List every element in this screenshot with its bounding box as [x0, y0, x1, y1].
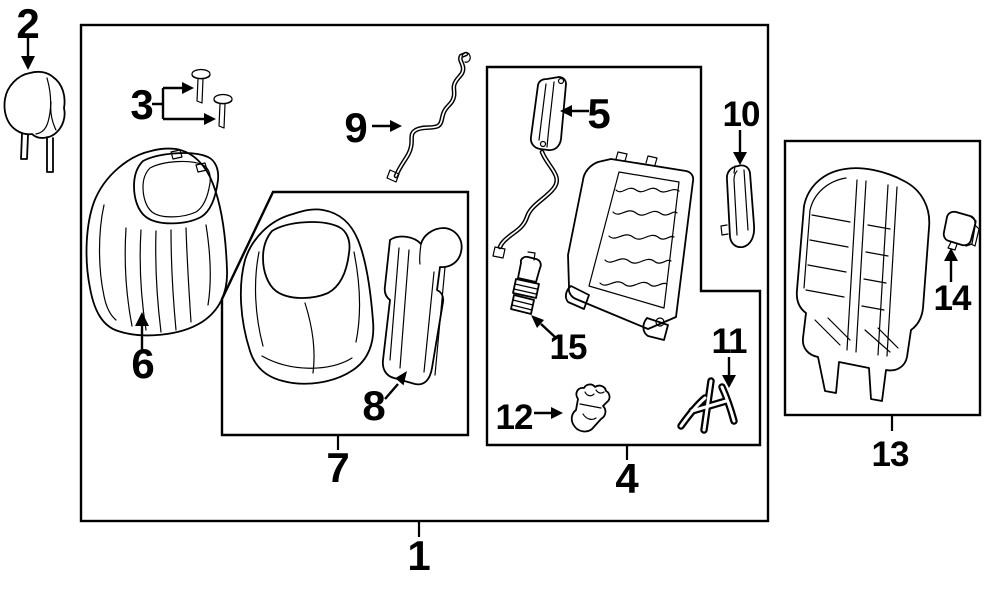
callout-11[interactable]: 11	[712, 322, 749, 361]
callout-5[interactable]: 5	[587, 90, 610, 137]
assembly-box-1	[79, 23, 770, 537]
callout-15[interactable]: 15	[550, 328, 588, 367]
callout-10[interactable]: 10	[723, 95, 761, 134]
sub-box-4	[485, 65, 762, 460]
callout-11-arrow	[722, 357, 736, 388]
part-13-seat-back-panel	[795, 167, 931, 402]
sub-box-13	[783, 139, 982, 431]
callout-2-arrow	[21, 38, 35, 70]
part-6-seat-back-cushion	[85, 147, 228, 337]
part-15-lumbar-motor	[510, 251, 542, 315]
part-7-seat-back-cover	[239, 208, 375, 385]
callout-4[interactable]: 4	[615, 455, 639, 502]
callout-1[interactable]: 1	[407, 532, 430, 579]
part-8-heater-pad	[381, 227, 463, 386]
part-5-side-airbag	[492, 76, 567, 259]
callout-9[interactable]: 9	[344, 104, 367, 151]
callout-3[interactable]: 3	[130, 81, 153, 128]
callout-14[interactable]: 14	[934, 279, 973, 318]
callout-8[interactable]: 8	[362, 382, 385, 429]
part-14-module	[942, 210, 980, 251]
callout-13[interactable]: 13	[872, 435, 910, 474]
part-12-bracket	[570, 383, 611, 433]
callout-3-bracket	[152, 82, 216, 125]
part-10-side-trim	[720, 164, 756, 249]
part-4-seat-back-frame	[564, 151, 695, 341]
callout-12[interactable]: 12	[496, 398, 534, 437]
callout-6[interactable]: 6	[131, 340, 154, 387]
callout-8-arrow	[384, 371, 407, 400]
sub-box-7	[220, 190, 470, 450]
part-11-support-bracket	[677, 377, 738, 434]
callout-6-arrow	[135, 312, 149, 350]
callout-2[interactable]: 2	[16, 0, 39, 47]
part-9-wiring-harness	[386, 51, 471, 183]
callout-9-arrow	[372, 120, 402, 132]
callout-5-arrow	[560, 105, 589, 117]
part-3-screws	[191, 68, 233, 129]
callout-15-arrow	[531, 315, 556, 338]
callout-12-arrow	[534, 407, 563, 419]
callout-14-arrow	[944, 248, 958, 282]
callout-7[interactable]: 7	[326, 444, 349, 491]
part-2-headrest	[3, 70, 66, 173]
callout-10-arrow	[733, 130, 747, 165]
